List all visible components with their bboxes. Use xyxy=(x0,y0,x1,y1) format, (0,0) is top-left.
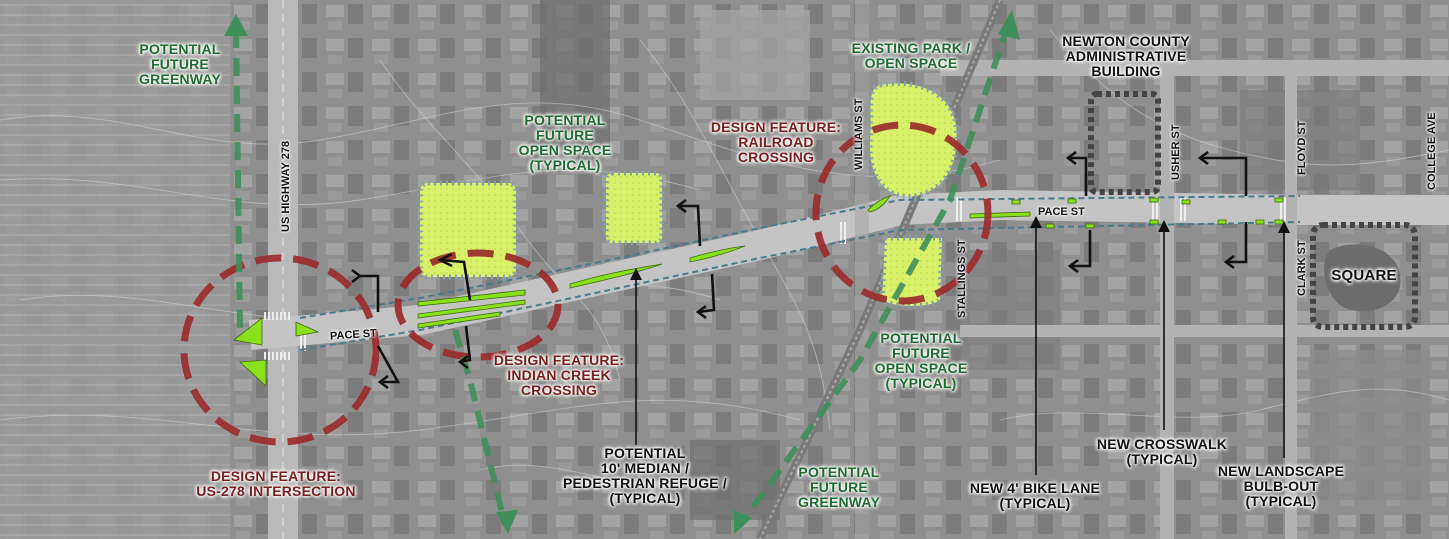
building-outlines xyxy=(1088,91,1418,330)
parking-lots-west xyxy=(0,0,230,539)
circle-railroad xyxy=(812,121,992,305)
greenway-arrowheads xyxy=(224,10,1020,534)
label-square: SQUARE xyxy=(1331,267,1397,284)
street-label-us-highway: US HIGHWAY 278 xyxy=(280,140,292,232)
street-label-pace-east: PACE ST xyxy=(1038,206,1085,218)
street-label-college: COLLEGE AVE xyxy=(1426,112,1438,190)
bulb-out-sw xyxy=(239,359,267,387)
street-label-clark: CLARK ST xyxy=(1296,240,1308,296)
label-existing-park: EXISTING PARK /OPEN SPACE xyxy=(851,40,971,72)
arrow-down-left-icon xyxy=(734,510,752,534)
bulb-out-nw xyxy=(233,317,263,346)
arrow-down-icon xyxy=(496,510,518,534)
section-markers xyxy=(351,150,1248,390)
arrow-up-right-icon xyxy=(998,10,1020,40)
street-label-stallings: STALLINGS ST xyxy=(956,239,968,318)
crosswalks[interactable] xyxy=(262,197,1288,360)
greenway-west xyxy=(233,29,243,331)
median-refuge xyxy=(569,263,663,289)
street-label-floyd: FLOYD ST xyxy=(1296,120,1308,175)
circle-us278 xyxy=(180,254,380,446)
greenways xyxy=(233,24,1011,527)
street-label-usher: USHER ST xyxy=(1170,124,1182,180)
label-bike-lane: NEW 4' BIKE LANE(TYPICAL) xyxy=(969,480,1101,512)
arrow-up-icon xyxy=(224,14,248,36)
circle-indian-creek xyxy=(394,249,562,361)
greenway-creek xyxy=(452,329,508,526)
bike-lanes xyxy=(233,195,1284,387)
greenway-rail xyxy=(737,24,1011,527)
design-feature-circles xyxy=(180,121,992,446)
label-us278: DESIGN FEATURE:US-278 INTERSECTION xyxy=(196,468,356,500)
open-space-mid xyxy=(603,170,665,246)
pointer-arrowheads xyxy=(630,216,1290,280)
section-marker-icon xyxy=(360,274,380,312)
label-crosswalk: NEW CROSSWALK(TYPICAL) xyxy=(1096,436,1228,468)
bulb-out-ne xyxy=(295,321,320,337)
existing-park xyxy=(867,80,960,199)
callout-pointers xyxy=(635,222,1285,475)
street-label-williams: WILLIAMS ST xyxy=(853,98,865,171)
square-outline xyxy=(1310,222,1418,330)
admin-building-outline xyxy=(1088,91,1161,195)
